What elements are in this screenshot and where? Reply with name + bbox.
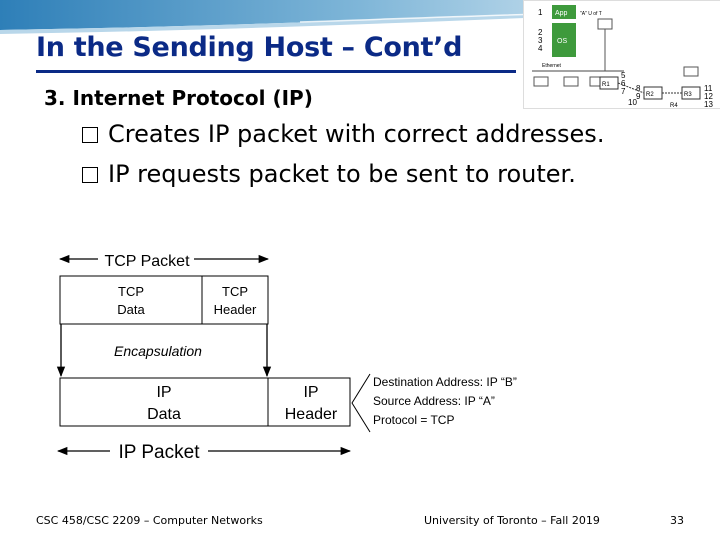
thumb-remote-host [683,66,699,77]
tcp-packet-label: TCP Packet [104,253,190,270]
thumb-num-9: 9 [636,92,641,101]
thumb-ethernet-label: Ethernet [542,63,562,69]
bullet-box-icon [82,127,98,143]
footer-university: University of Toronto – Fall 2019 [424,514,600,527]
tcp-data-box [59,275,203,325]
slide-title: In the Sending Host – Cont’d [36,32,463,63]
thumb-r3-label: R3 [684,92,692,98]
tcp-data-line2: Data [117,302,145,317]
bullet-item: Creates IP packet with correct addresses… [82,120,604,148]
bullet-text: Creates IP packet with correct addresses… [108,120,605,148]
bullet-item: IP requests packet to be sent to router. [82,160,576,188]
thumb-host-1 [533,76,549,87]
thumb-r1-label: R1 [602,82,610,88]
page-number: 33 [670,514,684,527]
title-underline [36,70,516,73]
thumb-app-layer [552,5,576,19]
ip-packet-label: IP Packet [119,442,201,463]
thumb-num-6: 6 [621,79,626,88]
thumb-server [597,18,613,30]
thumb-r4-label: R4 [670,103,678,109]
thumb-num-8: 8 [636,84,641,93]
ip-header-line1: IP [303,384,318,401]
tcp-header-line2: Header [214,302,257,317]
header-fields-bracket [351,373,371,433]
bullet-box-icon [82,167,98,183]
thumb-num-7: 7 [621,87,626,96]
ip-data-line2: Data [147,406,181,423]
ip-header-line2: Header [285,406,338,423]
thumb-num-2: 2 [538,28,543,37]
ip-header-box [267,377,351,427]
thumb-num-1: 1 [538,8,543,17]
thumb-num-5: 5 [621,71,626,80]
encapsulation-diagram: TCP Packet TCP Data TCP Header Encapsula… [56,249,517,463]
tcp-data-line1: TCP [118,284,144,299]
header-field-destination: Destination Address: IP “B” [373,375,517,389]
tcp-header-line1: TCP [222,284,248,299]
footer-course: CSC 458/CSC 2209 – Computer Networks [36,514,263,527]
header-field-protocol: Protocol = TCP [373,413,454,427]
encapsulation-label: Encapsulation [114,343,202,359]
thumb-num-13: 13 [704,100,713,109]
thumb-app-label: App [555,10,568,17]
thumb-host-2 [563,76,579,87]
thumb-num-4: 4 [538,44,543,53]
thumb-num-10: 10 [628,98,637,107]
thumb-os-label: OS [557,38,567,45]
thumb-link-r1-r2 [617,82,645,94]
ip-data-box [59,377,269,427]
network-thumbnail: 1 2 3 4 App "A" U of T OS Ethernet R1 5 … [523,0,720,109]
bullet-text: IP requests packet to be sent to router. [108,160,576,188]
thumb-r2-label: R2 [646,92,654,98]
thumb-num-11: 11 [704,84,713,93]
tcp-header-box [201,275,269,325]
ip-data-line1: IP [156,384,171,401]
thumb-num-12: 12 [704,92,713,101]
thumb-app-note: "A" U of T [580,11,602,17]
section-heading: 3. Internet Protocol (IP) [44,86,313,110]
thumb-os-layer [552,23,576,57]
thumb-num-3: 3 [538,36,543,45]
header-field-source: Source Address: IP “A” [373,394,495,408]
